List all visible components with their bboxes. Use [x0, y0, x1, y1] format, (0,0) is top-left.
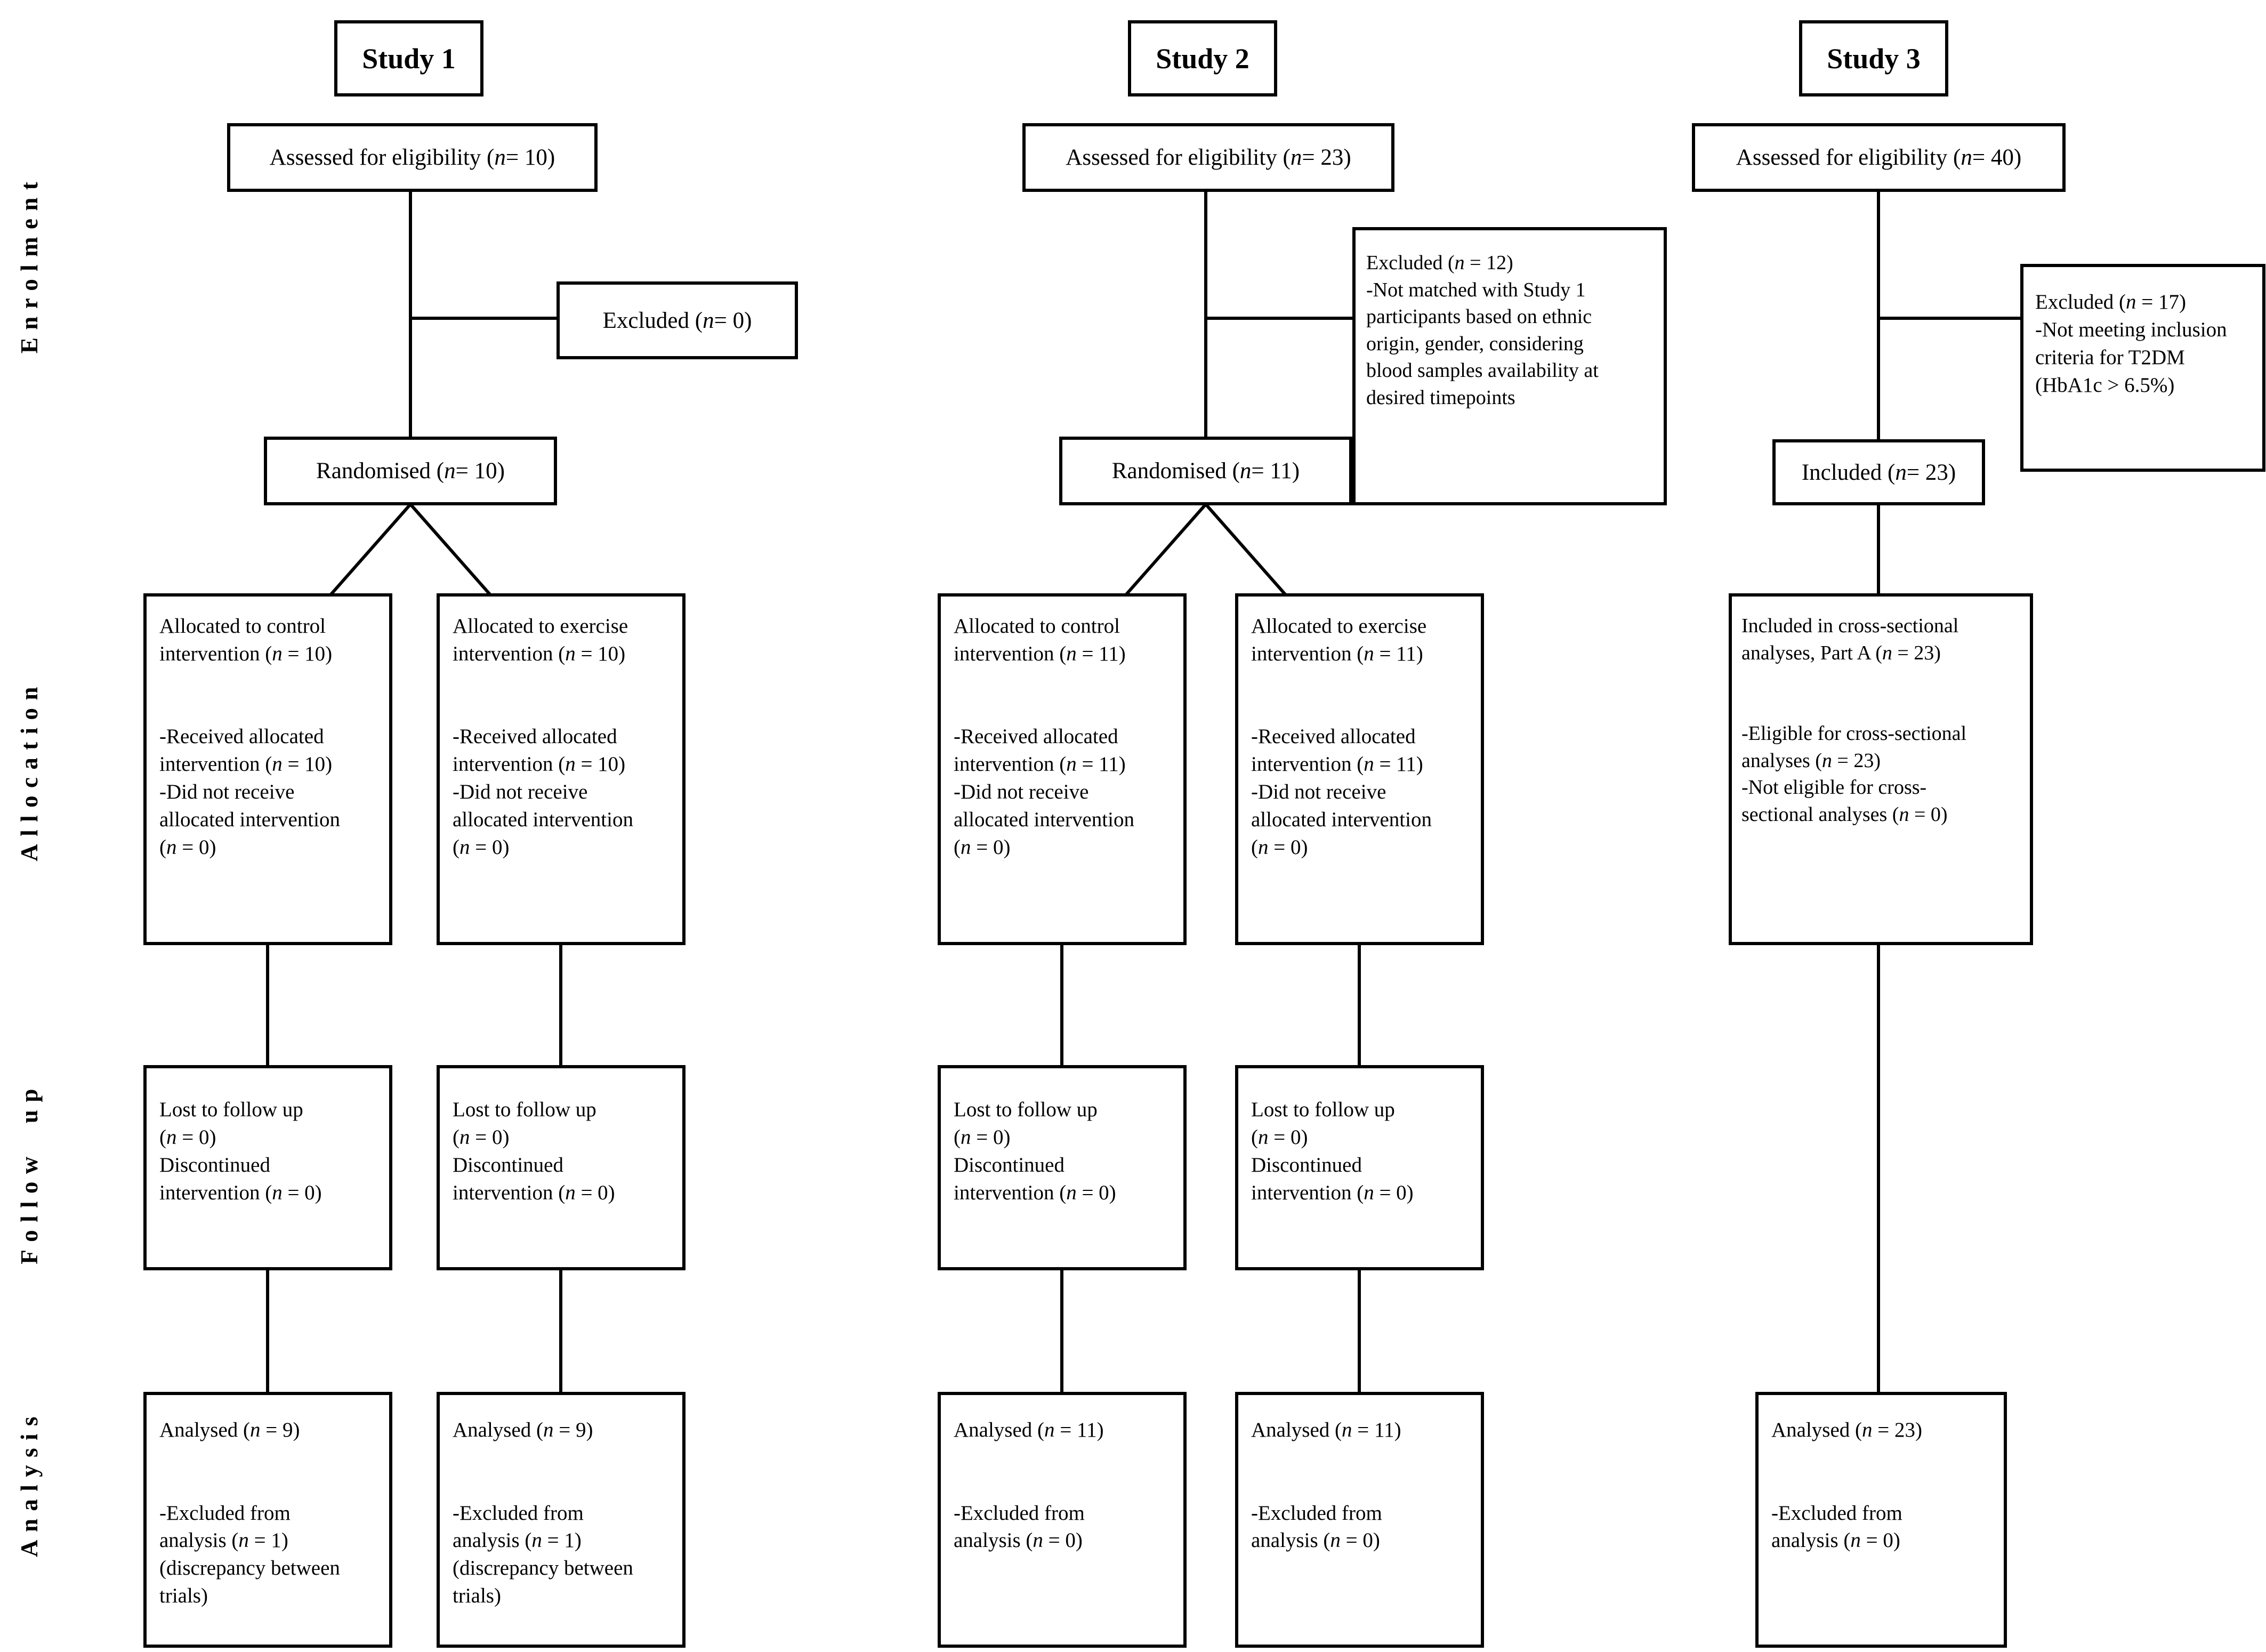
connector-line: [1877, 504, 1880, 595]
connector-line: [266, 1270, 269, 1392]
study3-title-box: Study 3: [1799, 20, 1948, 96]
connector-line: [1204, 192, 1207, 437]
connector-line: [1206, 317, 1352, 320]
connector-line: [1060, 1270, 1063, 1392]
study2-randomised-box: Randomised (n = 11): [1059, 437, 1352, 505]
section-label-allocation: Allocation: [16, 679, 43, 861]
study2-assessed-box: Assessed for eligibility (n = 23): [1022, 123, 1394, 192]
connector-line: [1877, 945, 1880, 1392]
connector-line: [1358, 1270, 1361, 1392]
study1-excluded-box: Excluded (n = 0): [557, 281, 798, 359]
study1-title-box: Study 1: [334, 20, 483, 96]
study2-title-box: Study 2: [1128, 20, 1277, 96]
connector-line: [559, 1270, 562, 1392]
connector-line: [410, 317, 557, 320]
study1-randomised-box: Randomised (n = 10): [264, 437, 557, 505]
connector-line: [1060, 945, 1063, 1065]
connector-line: [1878, 317, 2020, 320]
study3-assessed-box: Assessed for eligibility (n = 40): [1692, 123, 2066, 192]
connector-line: [559, 945, 562, 1065]
study1-assessed-box: Assessed for eligibility (n = 10): [227, 123, 598, 192]
study3-included-box: Included (n = 23): [1772, 439, 1985, 505]
connector-line: [409, 192, 412, 437]
study2-excluded-box: Excluded (n = 12)-Not matched with Study…: [1352, 227, 1667, 505]
connector-line: [1877, 192, 1880, 439]
connector-line: [1358, 945, 1361, 1065]
section-label-followup: Follow up: [16, 1081, 43, 1264]
connector-line: [266, 945, 269, 1065]
section-label-enrolment: Enrolment: [16, 174, 43, 354]
section-label-analysis: Analysis: [16, 1409, 43, 1557]
